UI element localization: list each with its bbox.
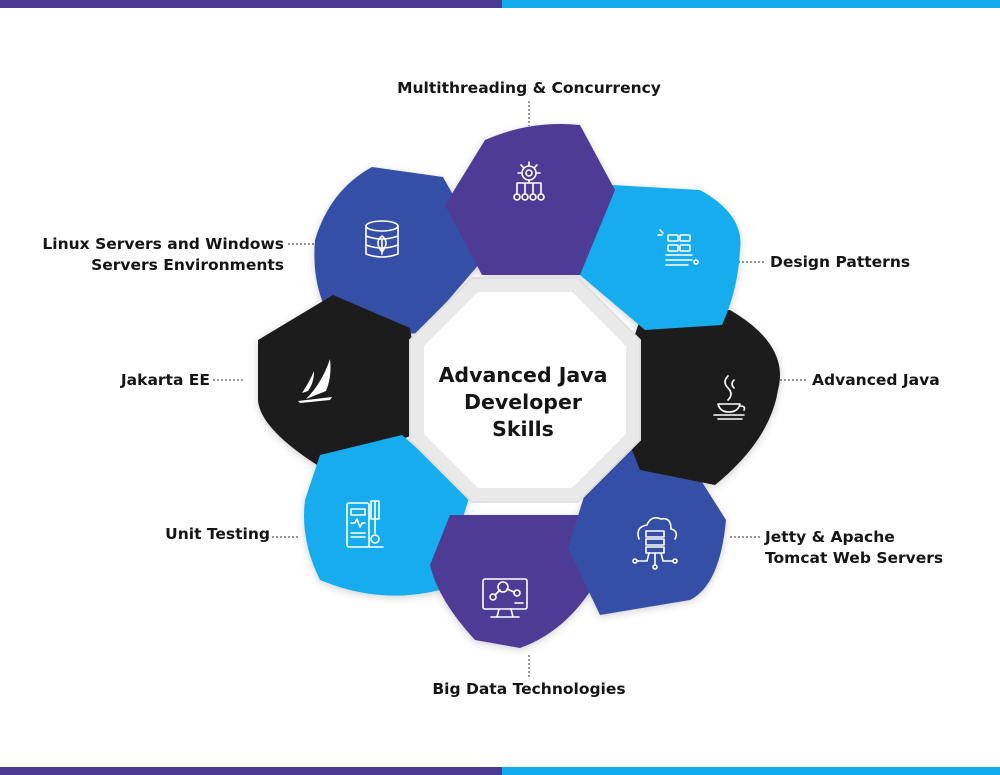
petal-jakarta xyxy=(258,295,425,470)
label-advanced-java: Advanced Java xyxy=(812,371,940,389)
label-unit-testing: Unit Testing xyxy=(165,525,270,543)
data-monitor-icon xyxy=(482,578,528,618)
top-accent-bar-left xyxy=(0,0,502,8)
petal-unit-testing xyxy=(304,435,470,596)
bottom-accent-bar-right xyxy=(502,767,1000,775)
label-multithreading: Multithreading & Concurrency xyxy=(397,79,661,97)
cloud-server-icon xyxy=(632,517,678,570)
label-big-data: Big Data Technologies xyxy=(432,680,626,698)
top-accent-bar-right xyxy=(502,0,1000,8)
label-linux-windows-line-2: Servers Environments xyxy=(91,256,284,274)
petal-advanced-java xyxy=(612,310,780,485)
label-jetty-tomcat-line-1: Jetty & Apache xyxy=(765,528,895,546)
top-accent-bar xyxy=(0,0,1000,8)
bottom-accent-bar xyxy=(0,767,1000,775)
jakarta-sail-icon xyxy=(298,359,332,403)
java-cup-icon xyxy=(713,375,746,420)
label-design-patterns: Design Patterns xyxy=(770,253,911,271)
database-leaf-icon xyxy=(365,220,399,258)
petal-design-patterns xyxy=(580,185,741,330)
label-jakarta: Jakarta EE xyxy=(120,371,210,389)
petal-linux-windows xyxy=(314,167,487,338)
connector-lines xyxy=(213,101,808,678)
petal-jetty-tomcat xyxy=(568,445,726,615)
label-linux-windows: Linux Servers and Windows Servers Enviro… xyxy=(20,234,284,276)
center-octagon xyxy=(424,292,626,488)
bottom-accent-bar-left xyxy=(0,767,502,775)
petal-big-data xyxy=(430,515,600,648)
label-jetty-tomcat-line-2: Tomcat Web Servers xyxy=(765,549,944,567)
label-linux-windows-line-1: Linux Servers and Windows xyxy=(42,235,284,253)
petal-multithreading xyxy=(445,124,615,275)
test-machine-icon xyxy=(346,500,384,548)
layout-pattern-icon xyxy=(657,229,699,266)
petals xyxy=(258,124,780,648)
gear-network-icon xyxy=(513,161,545,201)
label-jetty-tomcat: Jetty & Apache Tomcat Web Servers xyxy=(765,527,943,569)
